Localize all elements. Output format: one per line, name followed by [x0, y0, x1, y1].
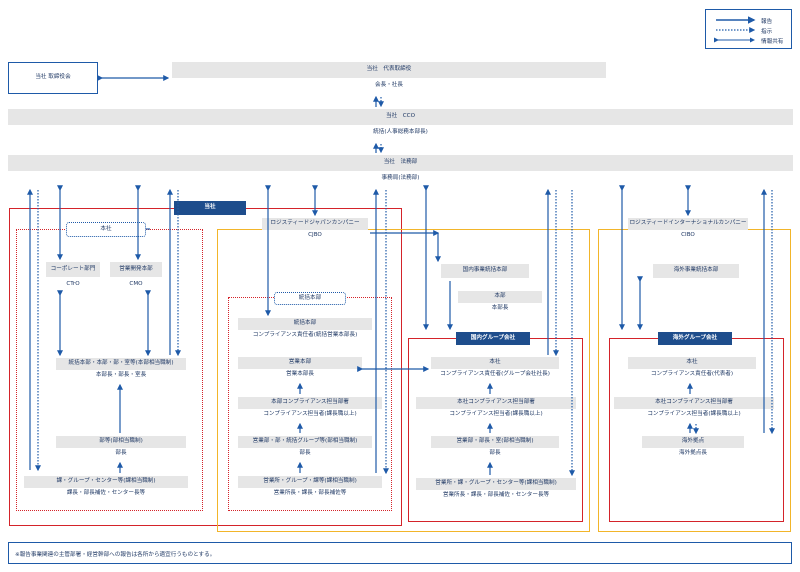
domestic-comp-sub: コンプライアンス担当者(課長職以上) — [416, 409, 576, 421]
section-box: 課・グループ・センター等(課相当職制) 課長・部長補佐・センター長等 — [24, 476, 188, 500]
section-title: 課・グループ・センター等(課相当職制) — [56, 478, 156, 485]
hq-dept-title: 統括本部・本部・部・室等(本部相当職制) — [68, 360, 174, 367]
intl-tag-label: 海外グループ会社 — [672, 334, 718, 341]
legend-report: 報告 — [761, 19, 773, 25]
domestic-dept-sub: 部長 — [431, 448, 559, 460]
sales-dev-title: 営業開発本部 — [119, 265, 153, 272]
domestic-section-title: 営業所・課・グループ・センター等(課相当職制) — [435, 480, 557, 487]
board-box: 当社 取締役会 — [8, 62, 98, 94]
bu-box: 部等(部相当職制) 部長 — [56, 436, 186, 460]
intl-comp-sub: コンプライアンス担当者(課長職以上) — [614, 409, 774, 421]
domestic-tag: 国内グループ会社 — [456, 332, 530, 345]
eigyo-box: 営業本部 営業本部長 — [238, 357, 362, 381]
intl-tag: 海外グループ会社 — [658, 332, 732, 345]
eigyo-title: 営業本部 — [288, 359, 312, 366]
intl-hq-box: 海外事業統括本部 — [653, 264, 739, 278]
intl-honsha-title: 本社 — [686, 359, 698, 366]
japan-company-sub: CJBO — [262, 230, 368, 242]
domestic-section-sub: 営業所長・課長・部長補佐・センター長等 — [416, 490, 576, 502]
ceo-sub: 会長・社長 — [172, 78, 606, 94]
intl-base-sub: 海外拠点長 — [642, 448, 744, 460]
domestic-hq-label: 国内事業統括本部 — [462, 267, 508, 274]
sales-dev-box: 営業開発本部 CMO — [110, 262, 162, 292]
bu-sub: 部長 — [56, 448, 186, 460]
domestic-section-box: 営業所・課・グループ・センター等(課相当職制) 営業所長・課長・部長補佐・センタ… — [416, 478, 576, 502]
japan-comp-title: 本部コンプライアンス担当部署 — [271, 399, 349, 406]
japan-frame — [217, 229, 590, 532]
sales-grp-box: 営業部・部・統括グループ等(部相当職制) 部長 — [238, 436, 372, 460]
intl-hq-label: 海外事業統括本部 — [673, 267, 719, 274]
japan-company-box: ロジスティードジャパンカンパニー CJBO — [262, 218, 368, 242]
intl-company-sub: CIBO — [628, 230, 748, 242]
honsha-tag: 本社 — [66, 222, 146, 237]
corporate-box: コーポレート部門 CTrO — [46, 262, 100, 292]
bu-title: 部等(部相当職制) — [99, 438, 143, 445]
japan-company-title: ロジスティードジャパンカンパニー — [270, 220, 360, 227]
tokatsu-tag: 統括本部 — [274, 292, 346, 305]
eigyo-sub: 営業本部長 — [238, 369, 362, 381]
sales-office-sub: 営業所長・課長・部長補佐等 — [238, 488, 382, 500]
sales-grp-title: 営業部・部・統括グループ等(部相当職制) — [252, 438, 358, 445]
domestic-dept-box: 営業部・部長・室(部相当職制) 部長 — [431, 436, 559, 460]
intl-base-title: 海外拠点 — [681, 438, 705, 445]
domestic-honbu-sub: 本部長 — [458, 303, 542, 315]
legend-instruct: 指示 — [761, 29, 773, 35]
intl-base-box: 海外拠点 海外拠点長 — [642, 436, 744, 460]
ceo-box: 当社 代表取締役 会長・社長 — [172, 62, 606, 94]
sales-office-box: 営業所・グループ・課等(課相当職制) 営業所長・課長・部長補佐等 — [238, 476, 382, 500]
intl-company-box: ロジスティードインターナショナルカンパニー CIBO — [628, 218, 748, 242]
domestic-tag-label: 国内グループ会社 — [470, 334, 516, 341]
legend: 報告 指示 情報共有 — [705, 9, 792, 49]
domestic-honbu-box: 本部 本部長 — [458, 291, 542, 315]
intl-comp-box: 本社コンプライアンス担当部署 コンプライアンス担当者(課長職以上) — [614, 397, 774, 421]
legal-box: 当社 法務部 事務局(法務部) — [8, 155, 793, 187]
legend-share: 情報共有 — [761, 39, 784, 45]
tokatsu-box: 統括本部 コンプライアンス責任者(統括営業本部長) — [238, 318, 372, 342]
legal-title: 当社 法務部 — [383, 159, 418, 166]
corporate-title: コーポレート部門 — [50, 265, 96, 272]
tokatsu-title: 統括本部 — [293, 320, 317, 327]
japan-comp-box: 本部コンプライアンス担当部署 コンプライアンス担当者(課長職以上) — [238, 397, 382, 421]
footnote: ※報告事業関連の主管部署・経営幹部への報告は各所から適宜行うものとする。 — [8, 542, 792, 564]
intl-honsha-sub: コンプライアンス責任者(代表者) — [628, 369, 756, 381]
cco-box: 当社 CCO 統括(人事総務本部長) — [8, 109, 793, 141]
domestic-honsha-title: 本社 — [489, 359, 501, 366]
cco-title: 当社 CCO — [386, 113, 415, 120]
ceo-title: 当社 代表取締役 — [366, 66, 412, 73]
sales-grp-sub: 部長 — [238, 448, 372, 460]
japan-comp-sub: コンプライアンス担当者(課長職以上) — [238, 409, 382, 421]
tousha-tag-label: 当社 — [204, 204, 216, 211]
corporate-sub: CTrO — [46, 277, 100, 292]
domestic-hq-box: 国内事業統括本部 — [441, 264, 529, 278]
domestic-honbu-title: 本部 — [494, 293, 506, 300]
sales-office-title: 営業所・グループ・課等(課相当職制) — [263, 478, 357, 485]
intl-honsha-box: 本社 コンプライアンス責任者(代表者) — [628, 357, 756, 381]
section-sub: 課長・部長補佐・センター長等 — [24, 488, 188, 500]
honsha-tag-label: 本社 — [100, 225, 112, 232]
sales-dev-sub: CMO — [110, 277, 162, 292]
hq-dept-sub: 本部長・部長・室長 — [56, 370, 186, 382]
domestic-dept-title: 営業部・部長・室(部相当職制) — [456, 438, 534, 445]
domestic-honsha-box: 本社 コンプライアンス責任者(グループ会社社長) — [431, 357, 559, 381]
hq-dept-box: 統括本部・本部・部・室等(本部相当職制) 本部長・部長・室長 — [56, 358, 186, 382]
board-label: 当社 取締役会 — [35, 74, 71, 81]
domestic-comp-title: 本社コンプライアンス担当部署 — [457, 399, 535, 406]
legal-sub: 事務局(法務部) — [8, 171, 793, 187]
cco-sub: 統括(人事総務本部長) — [8, 125, 793, 141]
tokatsu-tag-label: 統括本部 — [298, 294, 322, 301]
legend-lines — [714, 16, 756, 43]
domestic-honsha-sub: コンプライアンス責任者(グループ会社社長) — [431, 369, 559, 381]
tokatsu-sub: コンプライアンス責任者(統括営業本部長) — [238, 330, 372, 342]
intl-company-title: ロジスティードインターナショナルカンパニー — [629, 220, 747, 227]
intl-comp-title: 本社コンプライアンス担当部署 — [655, 399, 733, 406]
domestic-comp-box: 本社コンプライアンス担当部署 コンプライアンス担当者(課長職以上) — [416, 397, 576, 421]
tousha-tag: 当社 — [174, 201, 246, 215]
